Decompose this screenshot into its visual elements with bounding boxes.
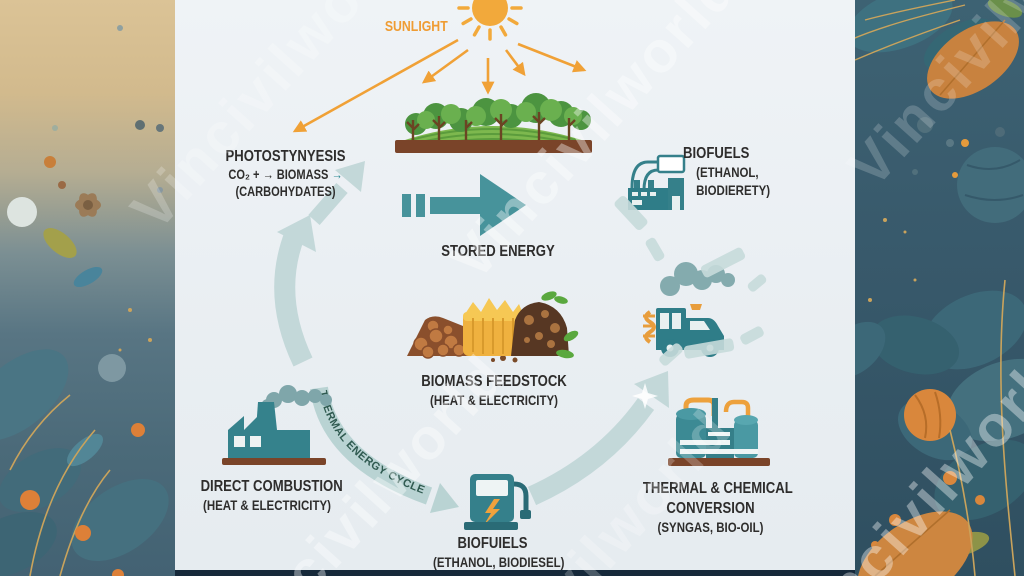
flower-decoration: [75, 193, 101, 217]
direct-combustion-label: DIRECT COMBUSTION (HEAT & ELECTRICITY): [200, 478, 343, 513]
right-background-art: [824, 0, 1024, 576]
sparkle-icon: [632, 383, 658, 409]
formula-arrow-teal: →: [331, 167, 343, 182]
cycle-arrow-up-right: [308, 161, 365, 225]
left-background: [0, 0, 175, 576]
thermal-conversion-label: THERMAL & CHEMICAL CONVERSION (SYNGAS, B…: [642, 480, 793, 535]
factory-icon: [222, 385, 332, 465]
left-background-art: [0, 25, 169, 576]
cycle-arrow-right: [527, 371, 669, 506]
photosynthesis-formula: CO₂ + → BIOMASS →: [228, 167, 343, 182]
photosynthesis-title: PHOTOSTYNYESIS: [225, 148, 346, 165]
formula-arrow: →: [262, 167, 274, 182]
forest-icon: [395, 93, 592, 153]
biofuels-bottom-label: BIOFUIELS (ETHANOL, BIODIESEL): [433, 535, 565, 570]
chemical-plant-icon: [668, 397, 770, 466]
biofuels-top-label: BIOFUELS (ETHANOL, BIODIERETY): [683, 145, 771, 198]
biomass-pile-icon: [407, 291, 579, 363]
cycle-arrow-left: [274, 215, 316, 367]
stored-energy-label: STORED ENERGY: [441, 243, 555, 260]
stored-energy-arrow: [402, 174, 526, 236]
fuel-pump-icon: [464, 474, 531, 530]
bottom-bar: [175, 570, 855, 576]
sun-icon: [292, 0, 587, 133]
photosynthesis-subtitle: (CARBOHYDATES): [235, 183, 336, 199]
sunlight-label: SUNLIGHT: [384, 18, 448, 35]
refinery-icon: [628, 154, 686, 210]
right-background: [824, 0, 1024, 576]
biomass-feedstock-label: BIOMASS FEEDSTOCK (HEAT & ELECTRICITY): [421, 373, 567, 408]
photosynthesis-label: PHOTOSTYNYESIS CO₂ + → BIOMASS → (CARBOH…: [214, 147, 358, 201]
